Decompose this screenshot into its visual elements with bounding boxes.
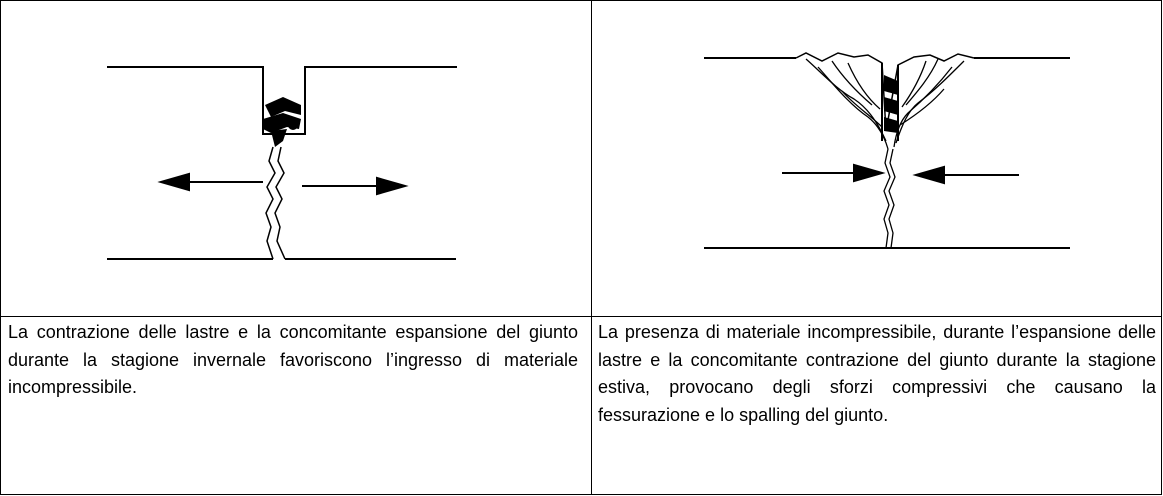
incompressible-material: [263, 97, 301, 147]
column-divider: [591, 1, 592, 495]
left-inward-arrow: [782, 163, 886, 183]
row-divider: [1, 316, 1162, 317]
joint-expansion-spalling-diagram: [592, 1, 1162, 316]
caption-winter-contraction: La contrazione delle lastre e la concomi…: [8, 322, 578, 397]
crack-left-wall: [265, 146, 276, 260]
spall-fracture-lines: [805, 58, 965, 150]
crack-right-wall: [274, 146, 286, 260]
through-crack: [883, 148, 896, 249]
right-outward-arrow: [302, 176, 409, 196]
joint-contraction-diagram: [1, 1, 591, 316]
left-outward-arrow: [157, 172, 263, 192]
incompressible-material: [884, 75, 898, 133]
right-inward-arrow: [912, 165, 1019, 185]
caption-summer-expansion: La presenza di materiale incompressibile…: [598, 322, 1156, 425]
